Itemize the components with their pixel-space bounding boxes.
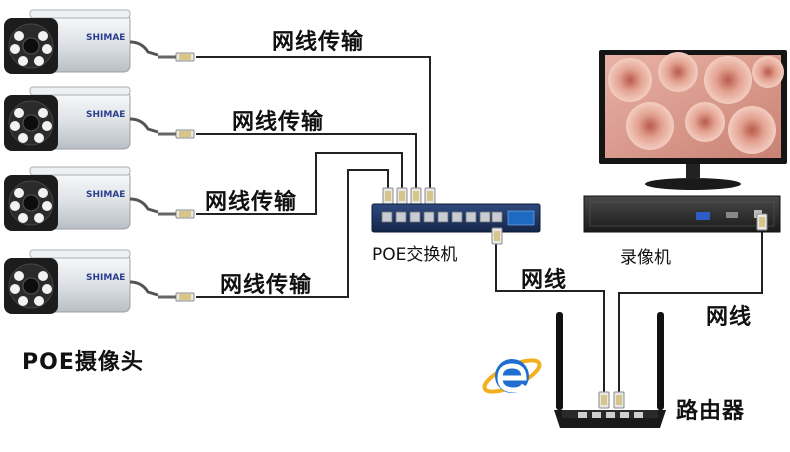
label-cable-4: 网线传输 xyxy=(220,273,313,298)
camera-brand: SHIMAE xyxy=(86,110,125,120)
camera-brand: SHIMAE xyxy=(86,273,125,283)
label-cable-switch-router: 网线 xyxy=(521,268,568,293)
wire-camera-4 xyxy=(196,169,389,298)
wire-camera-1 xyxy=(196,56,431,190)
label-poe-cameras: POE摄像头 xyxy=(22,350,144,375)
label-cable-2: 网线传输 xyxy=(232,110,325,135)
wire-camera-2 xyxy=(196,133,417,190)
label-poe-switch: POE交换机 xyxy=(372,245,458,265)
label-router: 路由器 xyxy=(676,399,746,424)
camera-brand: SHIMAE xyxy=(86,190,125,200)
wire-nvr-router xyxy=(618,228,763,393)
rose-wallpaper xyxy=(608,52,784,154)
camera-icon: SHIMAE xyxy=(4,9,195,74)
label-nvr: 录像机 xyxy=(620,248,671,268)
label-cable-1: 网线传输 xyxy=(272,30,365,55)
camera-icon: SHIMAE xyxy=(4,166,195,231)
wires xyxy=(196,56,763,393)
nvr-icon xyxy=(583,195,781,233)
camera-icon: SHIMAE xyxy=(4,86,195,151)
camera-brand: SHIMAE xyxy=(86,33,125,43)
wire-camera-3 xyxy=(196,152,403,215)
router-icon xyxy=(554,312,666,428)
wire-switch-router xyxy=(495,240,605,393)
ie-logo-icon xyxy=(482,358,542,394)
camera-icon: SHIMAE xyxy=(4,249,195,314)
camera-group: SHIMAE SHIMAE xyxy=(4,9,195,314)
monitor-icon xyxy=(599,50,787,190)
switch-icon xyxy=(371,187,541,245)
label-cable-3: 网线传输 xyxy=(205,190,298,215)
label-cable-nvr-router: 网线 xyxy=(706,305,753,330)
